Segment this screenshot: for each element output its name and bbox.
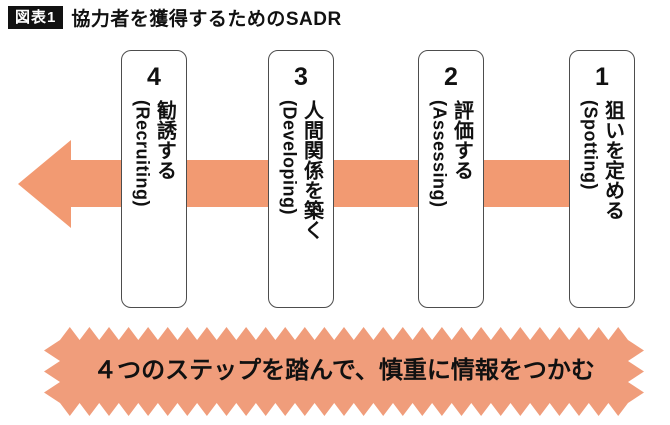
step-number: 2 <box>444 63 458 91</box>
step-label-english: (Spotting) <box>580 100 601 190</box>
step-label-group: (Developing) 人間関係を築く <box>279 100 324 240</box>
step-label-group: (Assessing) 評価する <box>429 100 474 208</box>
step-label-group: (Spotting) 狙いを定める <box>580 100 625 220</box>
step-label-japanese: 人間関係を築く <box>300 100 323 240</box>
step-number: 3 <box>294 63 308 91</box>
step-box-3: 3 (Developing) 人間関係を築く <box>268 50 334 308</box>
step-box-1: 1 (Spotting) 狙いを定める <box>569 50 635 308</box>
step-label-english: (Assessing) <box>429 100 450 208</box>
step-number: 1 <box>595 63 609 91</box>
step-label-english: (Developing) <box>279 100 300 216</box>
figure-title: 協力者を獲得するためのSADR <box>71 9 342 30</box>
step-label-group: (Recruiting) 勧誘する <box>132 100 177 207</box>
step-number: 4 <box>147 63 161 91</box>
step-box-4: 4 (Recruiting) 勧誘する <box>121 50 187 308</box>
figure-label-badge: 図表1 <box>8 6 64 29</box>
step-label-japanese: 狙いを定める <box>601 100 624 220</box>
step-label-english: (Recruiting) <box>132 100 153 207</box>
burst-banner-text: ４つのステップを踏んで、慎重に情報をつかむ <box>93 357 595 384</box>
step-box-2: 2 (Assessing) 評価する <box>418 50 484 308</box>
burst-shape <box>44 327 644 416</box>
figure-header: 図表1 協力者を獲得するためのSADR <box>8 4 342 31</box>
step-label-japanese: 勧誘する <box>153 100 176 180</box>
step-label-japanese: 評価する <box>450 100 473 180</box>
